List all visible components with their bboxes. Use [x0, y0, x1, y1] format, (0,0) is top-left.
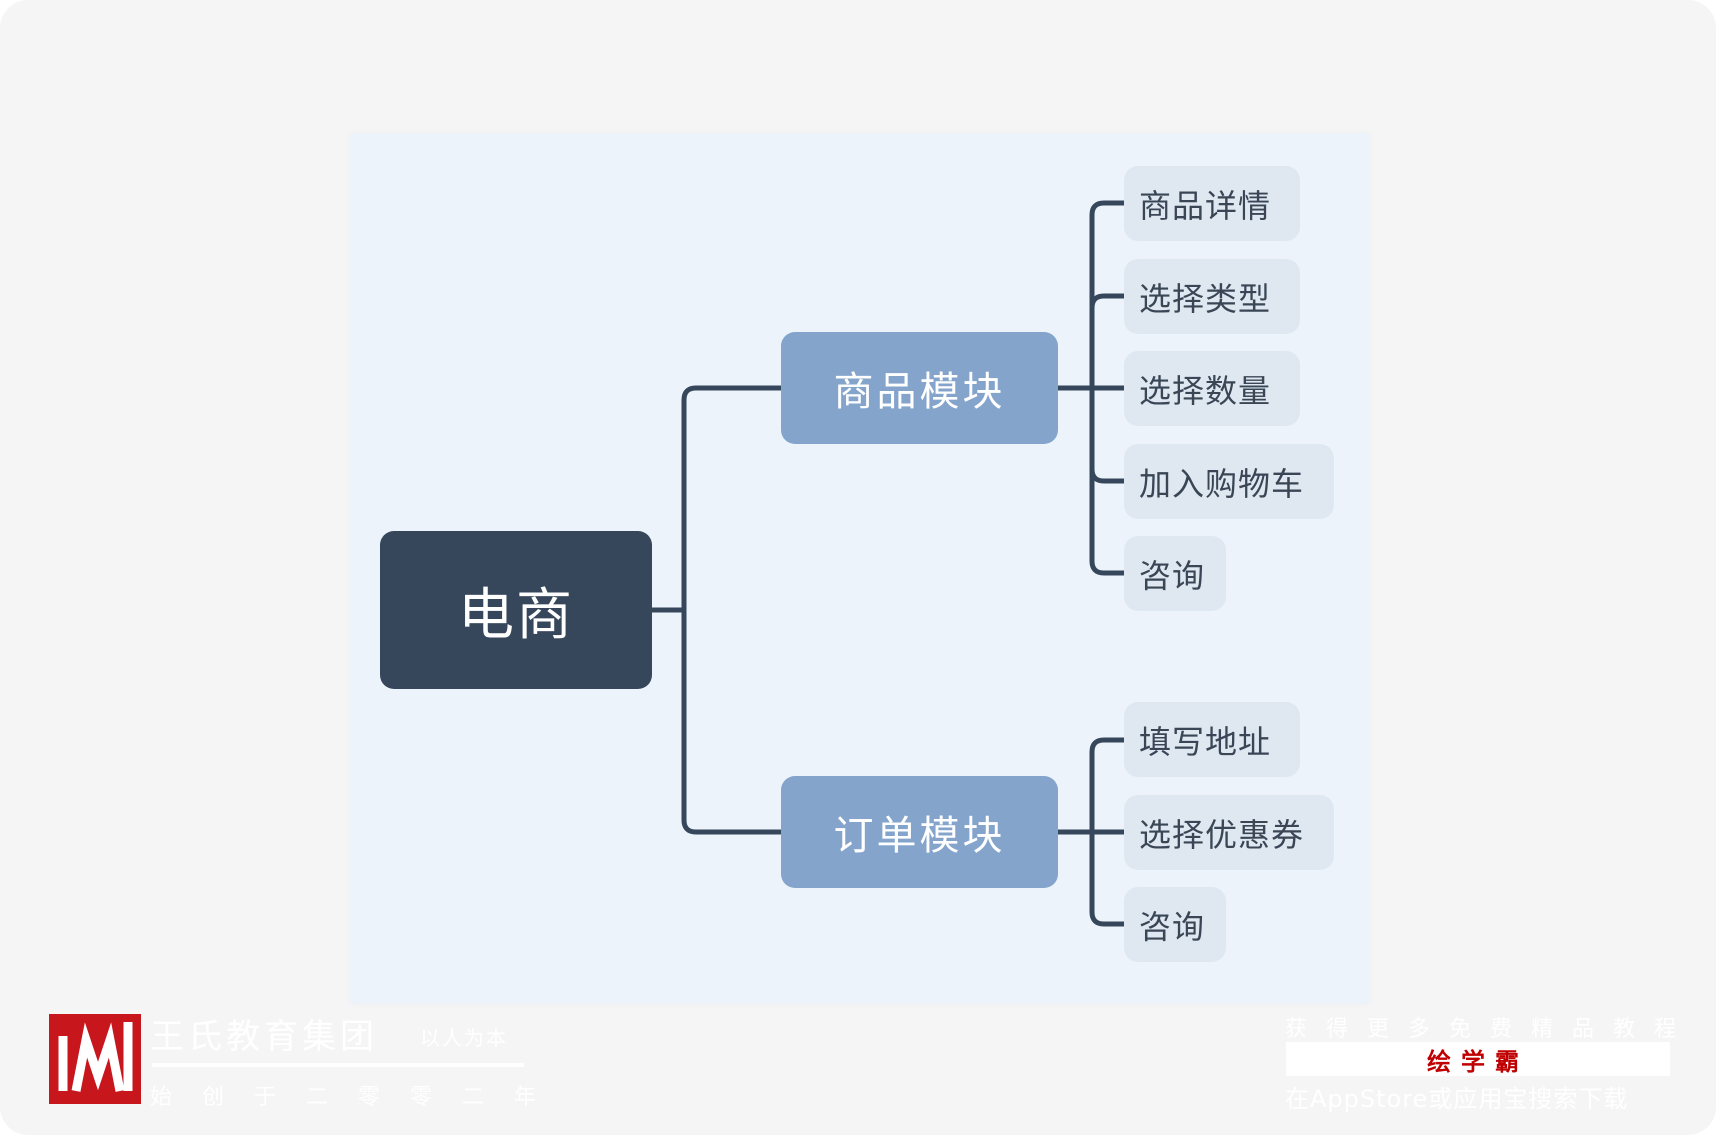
watermark-founded: 始创于二零零二年: [150, 1085, 567, 1110]
leaf-node-fill-address[interactable]: 填写地址: [1124, 702, 1300, 777]
watermark-slogan: 以人为本: [420, 1026, 508, 1050]
leaf-node-select-coupon[interactable]: 选择优惠券: [1124, 795, 1334, 870]
watermark-brand-bar: [1286, 1042, 1670, 1076]
leaf-node-order-consult[interactable]: 咨询: [1124, 887, 1226, 962]
watermark-logo-glyph: [58, 1022, 133, 1092]
connector-root-branch-1: [681, 385, 785, 835]
branch-node-product[interactable]: 商品模块: [781, 332, 1058, 444]
leaf-node-add-to-cart[interactable]: 加入购物车: [1124, 444, 1334, 519]
leaf-node-product-consult[interactable]: 咨询: [1124, 536, 1226, 611]
branch-node-order[interactable]: 订单模块: [781, 776, 1058, 888]
leaf-node-product-detail[interactable]: 商品详情: [1124, 166, 1300, 241]
watermark-divider: [152, 1063, 524, 1067]
watermark-company: 王氏教育集团: [150, 1017, 378, 1057]
leaf-node-select-type[interactable]: 选择类型: [1124, 259, 1300, 334]
leaf-node-select-quantity[interactable]: 选择数量: [1124, 351, 1300, 426]
watermark-promo: 获得更多免费精品教程: [1285, 1017, 1696, 1042]
watermark-download: 在AppStore或应用宝搜索下载: [1285, 1085, 1629, 1113]
watermark-brand: 绘学霸: [1427, 1047, 1529, 1076]
root-node[interactable]: 电商: [380, 531, 652, 689]
